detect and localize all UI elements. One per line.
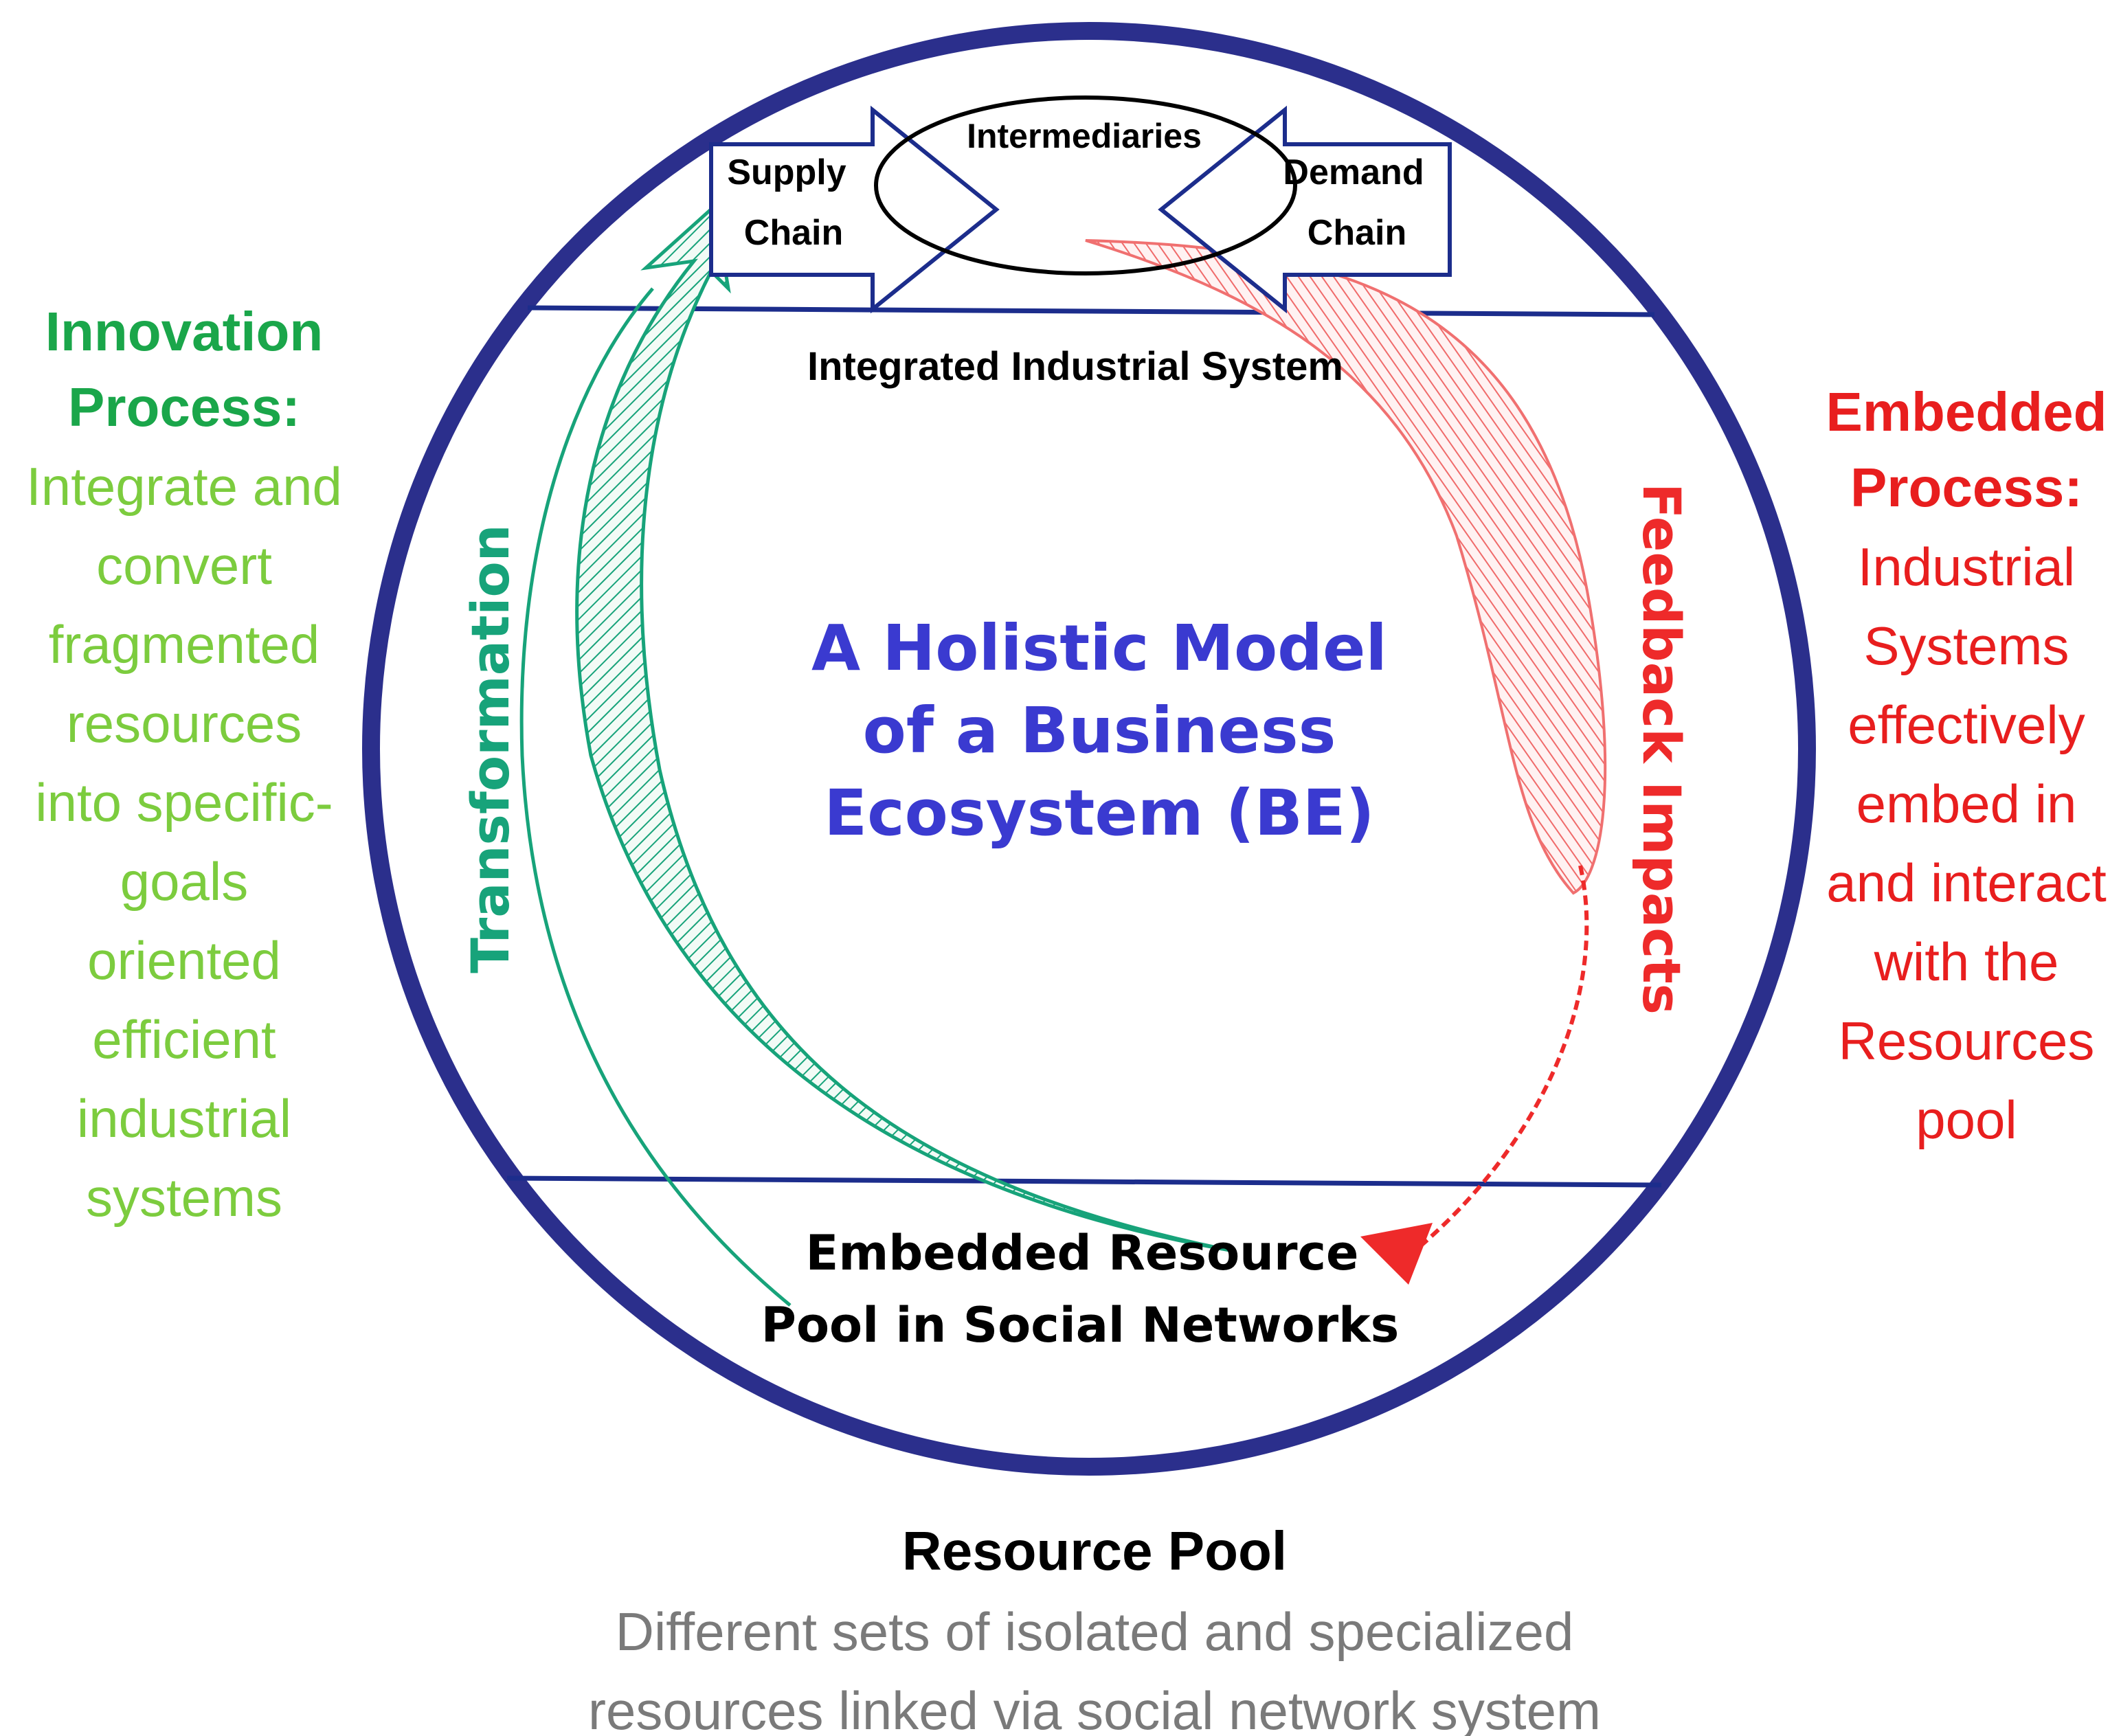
embedded-title-line1: Embedded (1826, 381, 2107, 442)
demand-label-line1: Demand (1283, 153, 1424, 192)
embedded-process-block: Embedded Process: Industrial Systems eff… (1826, 381, 2107, 1150)
center-title-line3: Ecosystem (BE) (824, 776, 1374, 850)
embedded-body-line3: effectively (1848, 695, 2085, 755)
pool-label-line1: Embedded Resource (806, 1225, 1359, 1281)
innovation-body-line4: resources (67, 693, 302, 754)
innovation-body-line9: industrial (77, 1088, 291, 1149)
embedded-body-line7: Resources (1839, 1011, 2095, 1071)
outer-circle (362, 22, 1816, 1476)
innovation-body-line8: efficient (92, 1009, 276, 1070)
innovation-body-line1: Integrate and (26, 456, 342, 517)
feedback-arrow (1085, 239, 1607, 1285)
feedback-label: Feedback Impacts (1631, 483, 1692, 1015)
top-divider-line (527, 305, 1655, 317)
embedded-title-line2: Process: (1850, 457, 2083, 518)
innovation-body-line2: convert (96, 535, 272, 596)
transformation-arrow (519, 203, 1231, 1307)
innovation-body-line7: oriented (87, 930, 281, 991)
innovation-title-line2: Process: (68, 376, 300, 438)
transformation-label: Transformation (460, 524, 521, 973)
value-chain-box: Supply Chain Intermediaries Demand Chain (709, 95, 1452, 314)
supply-chain-arrow (709, 105, 1000, 314)
bottom-divider-line (506, 1175, 1662, 1188)
pool-label-line2: Pool in Social Networks (761, 1297, 1400, 1353)
embedded-body-line8: pool (1916, 1090, 2017, 1150)
innovation-title-line1: Innovation (45, 301, 323, 362)
innovation-body-line3: fragmented (49, 614, 320, 675)
embedded-body-line1: Industrial (1858, 537, 2076, 597)
innovation-body-line6: goals (120, 851, 248, 912)
demand-label-line2: Chain (1308, 213, 1406, 253)
footer-body-line1: Different sets of isolated and specializ… (616, 1601, 1574, 1662)
center-title-line1: A Holistic Model (811, 611, 1387, 685)
innovation-process-block: Innovation Process: Integrate and conver… (26, 301, 342, 1228)
footer-title: Resource Pool (902, 1520, 1287, 1581)
supply-label-line2: Chain (744, 213, 843, 253)
supply-label-line1: Supply (727, 153, 846, 192)
embedded-body-line2: Systems (1863, 616, 2069, 676)
demand-chain-arrow (1158, 105, 1452, 314)
center-title-line2: of a Business (863, 694, 1336, 767)
center-title: A Holistic Model of a Business Ecosystem… (811, 611, 1387, 850)
embedded-body-line4: embed in (1856, 774, 2077, 834)
innovation-body-line5: into specific- (35, 772, 333, 833)
innovation-body-line10: systems (86, 1167, 282, 1228)
embedded-body-line6: with the (1874, 932, 2059, 992)
embedded-body-line5: and interact (1826, 853, 2107, 913)
intermediaries-label: Intermediaries (967, 117, 1202, 155)
footer-block: Resource Pool Different sets of isolated… (588, 1520, 1601, 1736)
integrated-system-label: Integrated Industrial System (807, 344, 1343, 389)
intermediaries-ellipse (874, 95, 1297, 275)
footer-body-line2: resources linked via social network syst… (588, 1680, 1601, 1736)
